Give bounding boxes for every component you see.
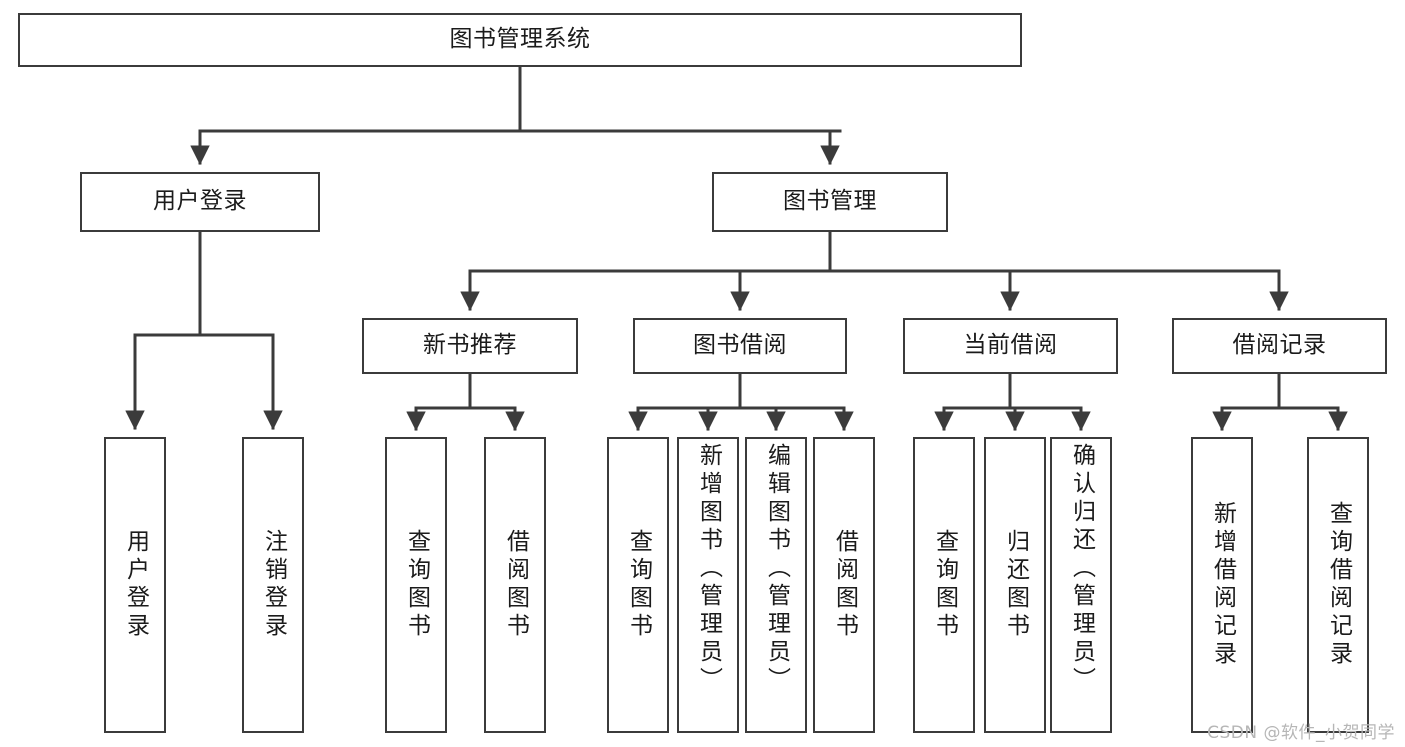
node-leaf-user-login-label: 用户登录 (122, 529, 149, 641)
node-borrow-record[interactable]: 借阅记录 (1172, 318, 1387, 374)
node-root-label: 图书管理系统 (449, 26, 591, 53)
node-leaf-logout[interactable]: 注销登录 (242, 437, 304, 733)
node-current-borrow[interactable]: 当前借阅 (903, 318, 1118, 374)
node-leaf-query-record[interactable]: 查询借阅记录 (1307, 437, 1369, 733)
node-new-book-recommend-label: 新书推荐 (423, 332, 517, 359)
node-leaf-add-book-label: 新增图书（管理员） (695, 443, 722, 695)
node-leaf-logout-label: 注销登录 (260, 529, 287, 641)
node-new-book-recommend[interactable]: 新书推荐 (362, 318, 578, 374)
node-leaf-borrow-book-nbr[interactable]: 借阅图书 (484, 437, 546, 733)
node-user-login[interactable]: 用户登录 (80, 172, 320, 232)
node-leaf-query-book-nbr[interactable]: 查询图书 (385, 437, 447, 733)
watermark-text: CSDN @软件_小贺同学 (1207, 723, 1395, 743)
node-leaf-query-book-bb[interactable]: 查询图书 (607, 437, 669, 733)
node-book-borrow[interactable]: 图书借阅 (633, 318, 847, 374)
node-leaf-query-book-nbr-label: 查询图书 (403, 529, 430, 641)
node-leaf-add-record[interactable]: 新增借阅记录 (1191, 437, 1253, 733)
node-leaf-edit-book[interactable]: 编辑图书（管理员） (745, 437, 807, 733)
node-user-login-label: 用户登录 (153, 188, 247, 215)
node-leaf-return-book-label: 归还图书 (1002, 529, 1029, 641)
node-leaf-confirm-return-label: 确认归还（管理员） (1068, 443, 1095, 695)
node-leaf-add-book[interactable]: 新增图书（管理员） (677, 437, 739, 733)
node-current-borrow-label: 当前借阅 (963, 332, 1058, 359)
node-book-manage-label: 图书管理 (783, 188, 877, 215)
node-leaf-query-record-label: 查询借阅记录 (1325, 501, 1352, 669)
node-leaf-query-book-cb[interactable]: 查询图书 (913, 437, 975, 733)
node-leaf-borrow-book-nbr-label: 借阅图书 (502, 529, 529, 641)
node-root[interactable]: 图书管理系统 (18, 13, 1022, 67)
node-leaf-return-book[interactable]: 归还图书 (984, 437, 1046, 733)
node-leaf-edit-book-label: 编辑图书（管理员） (763, 443, 790, 695)
node-leaf-borrow-book-bb-label: 借阅图书 (831, 529, 858, 641)
node-leaf-confirm-return[interactable]: 确认归还（管理员） (1050, 437, 1112, 733)
node-leaf-add-record-label: 新增借阅记录 (1209, 501, 1236, 669)
node-leaf-query-book-bb-label: 查询图书 (625, 529, 652, 641)
node-leaf-borrow-book-bb[interactable]: 借阅图书 (813, 437, 875, 733)
node-leaf-query-book-cb-label: 查询图书 (931, 529, 958, 641)
node-leaf-user-login[interactable]: 用户登录 (104, 437, 166, 733)
node-book-borrow-label: 图书借阅 (693, 332, 787, 359)
node-borrow-record-label: 借阅记录 (1232, 332, 1327, 359)
node-book-manage[interactable]: 图书管理 (712, 172, 948, 232)
